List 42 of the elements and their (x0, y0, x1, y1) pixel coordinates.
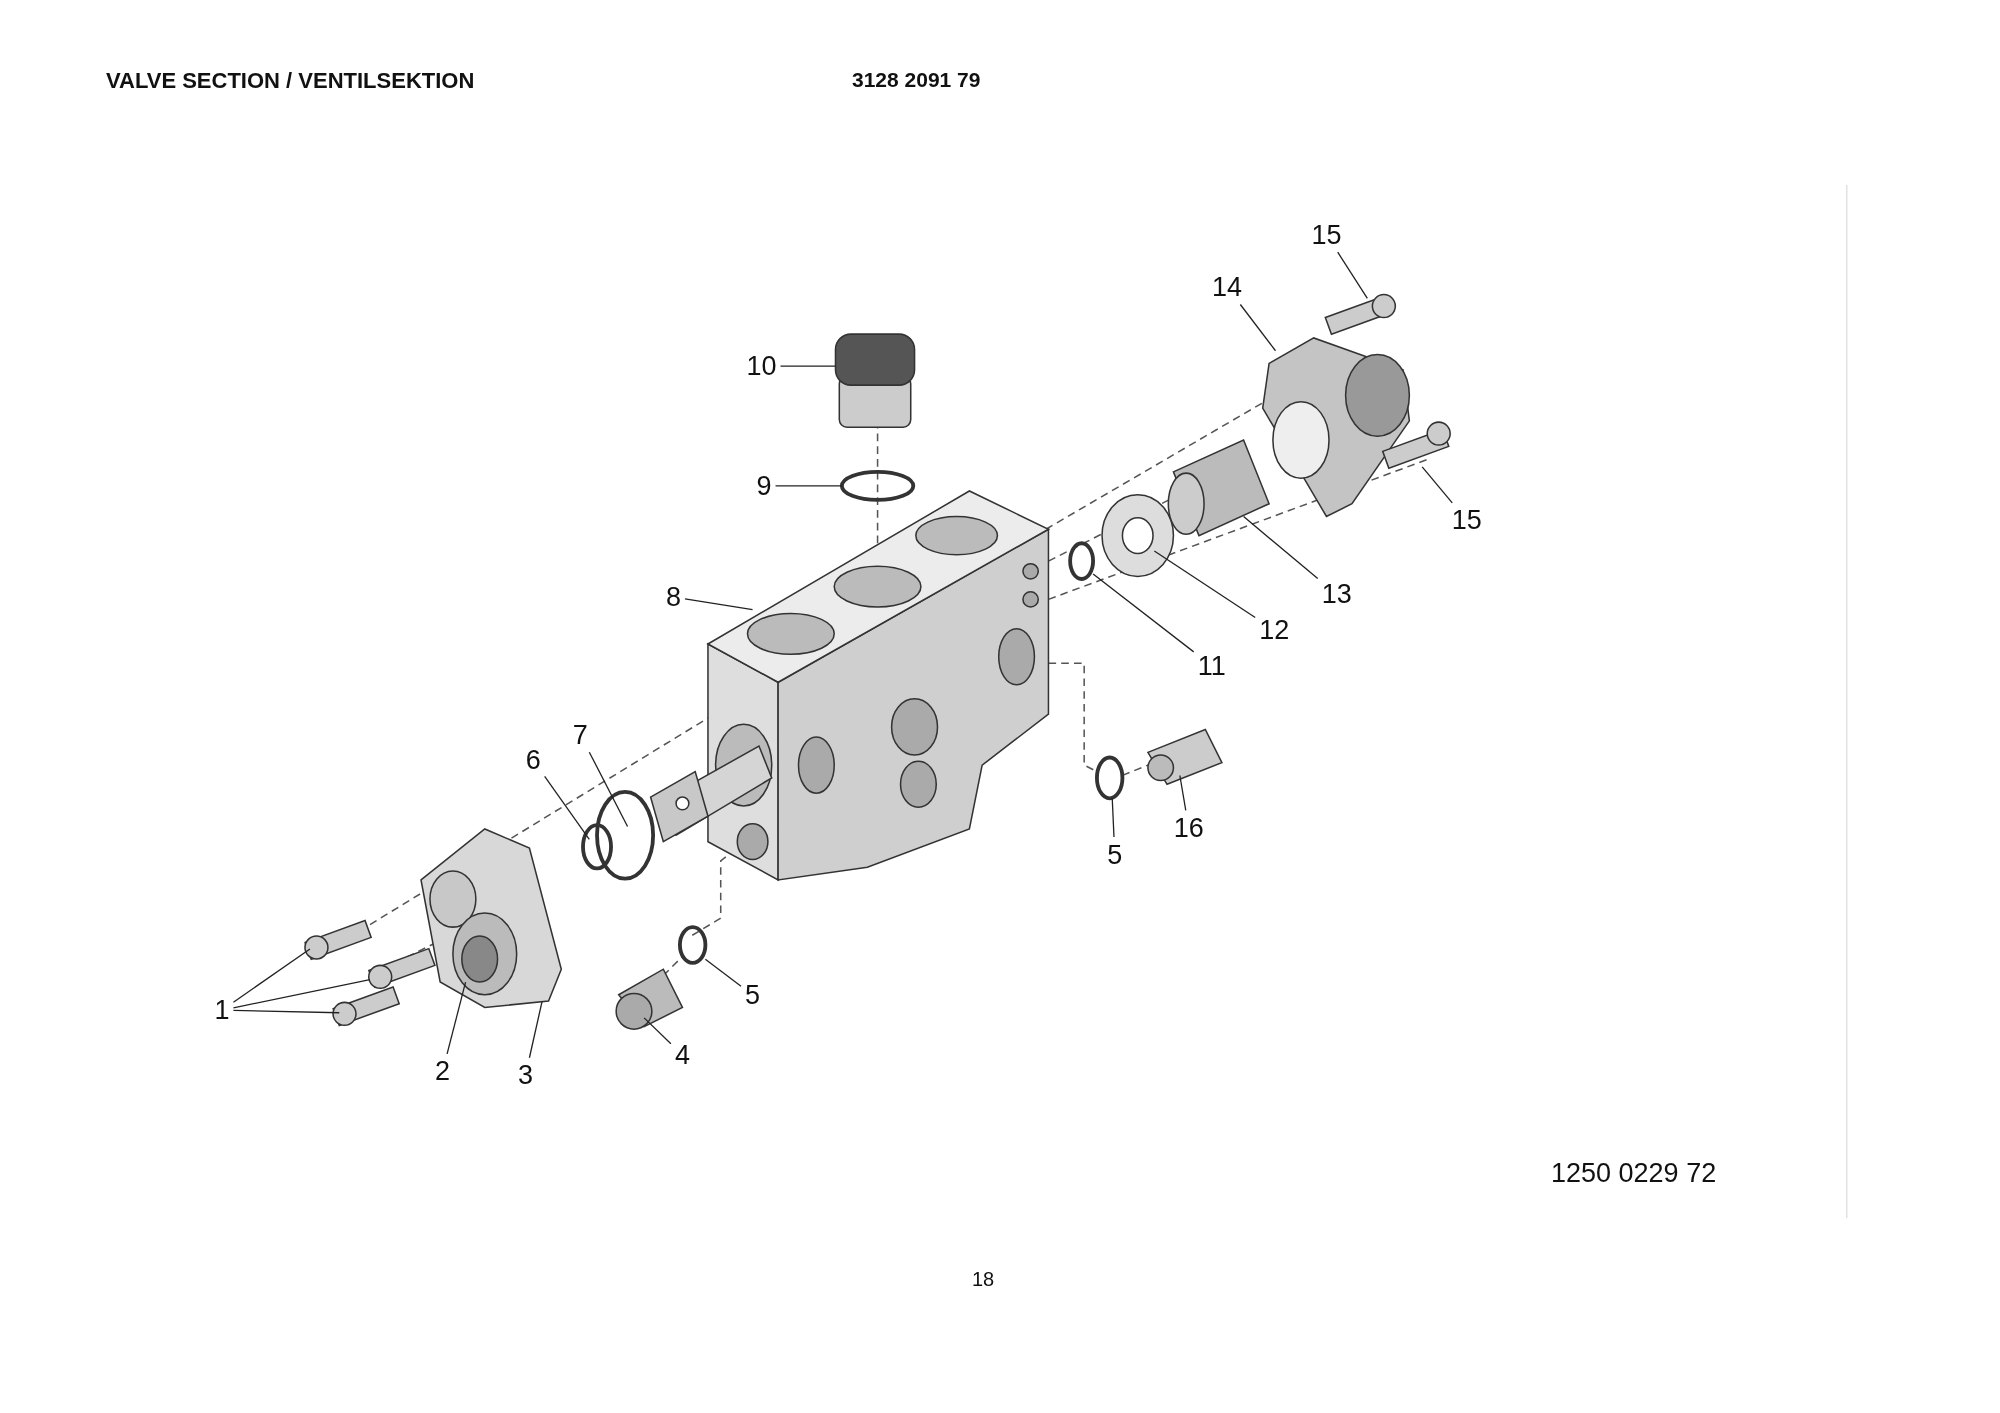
drawing-number: 1250 0229 72 (1551, 1158, 1717, 1189)
leader-line (588, 751, 629, 828)
leader-line (232, 978, 371, 1009)
part-number: 3128 2091 79 (852, 68, 981, 92)
page-title: VALVE SECTION / VENTILSEKTION (106, 68, 475, 94)
leader-line (1179, 774, 1187, 811)
leader-line (544, 775, 590, 840)
leader-line (779, 365, 837, 367)
leader-line (232, 948, 311, 1003)
leader-line (232, 1009, 340, 1014)
callout-number: 5 (1106, 840, 1124, 870)
leader-line (643, 1017, 672, 1045)
callout-number: 3 (517, 1060, 534, 1090)
leader-line (446, 981, 467, 1055)
leader-line (1111, 797, 1115, 838)
callout-number: 12 (1258, 615, 1291, 645)
leader-line (1242, 515, 1319, 580)
callout-number: 15 (1450, 505, 1483, 535)
callout-number: 4 (673, 1040, 691, 1070)
callout-number: 5 (744, 980, 762, 1010)
leader-line (1239, 303, 1277, 352)
page-number: 18 (972, 1268, 995, 1291)
callout-number: 1 (213, 995, 231, 1025)
leader-line (704, 958, 742, 987)
leader-line (528, 1000, 543, 1059)
callout-number: 2 (434, 1056, 452, 1086)
callout-number: 10 (745, 351, 778, 381)
leader-line (1337, 251, 1368, 300)
callout-number: 16 (1172, 813, 1205, 843)
callout-number: 8 (664, 582, 682, 612)
leader-line (1421, 466, 1453, 504)
callout-number: 9 (755, 471, 773, 501)
callout-number: 11 (1196, 651, 1227, 681)
callout-number: 15 (1310, 220, 1343, 250)
leader-line (774, 485, 843, 487)
callout-number: 14 (1211, 272, 1244, 302)
callout-number: 7 (571, 720, 589, 750)
leader-line (684, 598, 754, 611)
leader-line (1092, 573, 1195, 653)
leader-line (1153, 550, 1256, 619)
callout-number: 13 (1320, 579, 1353, 609)
callout-number: 6 (524, 745, 542, 775)
